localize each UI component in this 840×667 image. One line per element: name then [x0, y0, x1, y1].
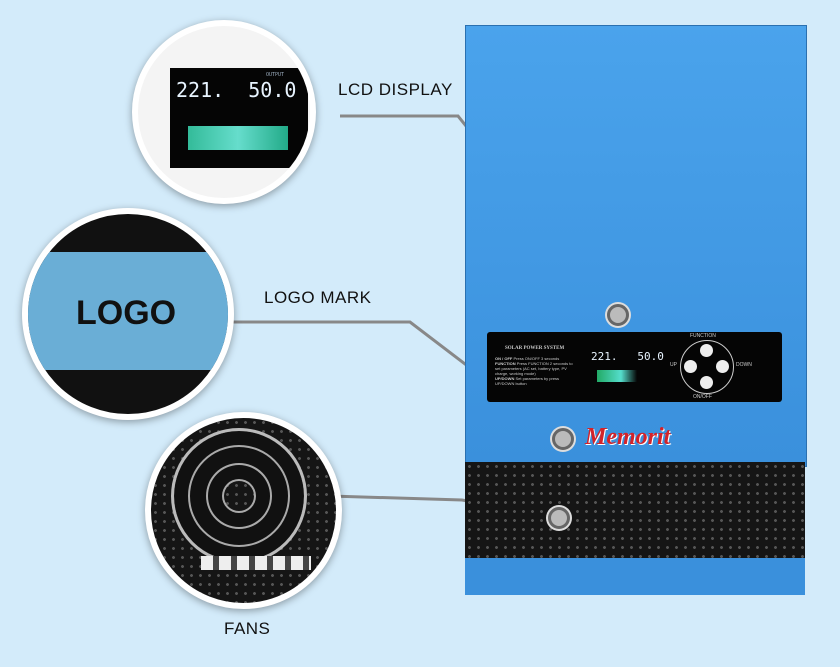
lcd-icons — [188, 126, 288, 150]
label-up: UP — [670, 362, 677, 368]
onoff-button[interactable] — [700, 376, 713, 389]
lcd-screen: OUTPUT 221. 50.0 — [170, 68, 308, 168]
control-panel: SOLAR POWER SYSTEM ON / OFF Press ON/OFF… — [487, 332, 782, 402]
callout-fans: FANS — [224, 619, 271, 638]
inverter-base — [465, 558, 805, 595]
callout-logo-mark: LOGO MARK — [264, 288, 372, 307]
terminal-block — [201, 556, 311, 570]
panel-row: ON / OFF Press ON/OFF 3 seconds — [495, 356, 560, 361]
panel-title: SOLAR POWER SYSTEM — [505, 346, 565, 351]
logo-zoom-circle: LOGO — [22, 208, 234, 420]
fan-zoom-circle — [145, 412, 342, 609]
lcd-zoom-circle: OUTPUT 221. 50.0 — [132, 20, 316, 204]
label-onoff: ON/OFF — [693, 394, 712, 400]
lcd-icons — [597, 370, 637, 382]
fan-guard-icon — [171, 428, 307, 564]
callout-lcd-display: LCD DISPLAY — [338, 80, 453, 99]
fan-grille — [465, 462, 805, 560]
up-button[interactable] — [684, 360, 697, 373]
logo-text: LOGO — [76, 294, 177, 332]
logo-marker — [552, 428, 574, 450]
lcd-marker — [607, 304, 629, 326]
label-function: FUNCTION — [690, 333, 716, 339]
panel-row: FUNCTION Press FUNCTION 2 seconds to set… — [495, 361, 573, 376]
function-button[interactable] — [700, 344, 713, 357]
label-down: DOWN — [736, 362, 752, 368]
panel-lcd: 221. 50.0 — [591, 350, 664, 363]
lcd-right-value: 50.0 — [248, 78, 297, 102]
lcd-output: OUTPUT — [266, 72, 285, 78]
fan-marker — [548, 507, 570, 529]
brand-logo: Memorit — [585, 424, 671, 450]
lcd-left-value: 221. — [176, 78, 225, 102]
down-button[interactable] — [716, 360, 729, 373]
panel-row: UP/DOWN Set parameters by press UP/DOWN … — [495, 376, 560, 386]
button-pad — [680, 340, 734, 394]
